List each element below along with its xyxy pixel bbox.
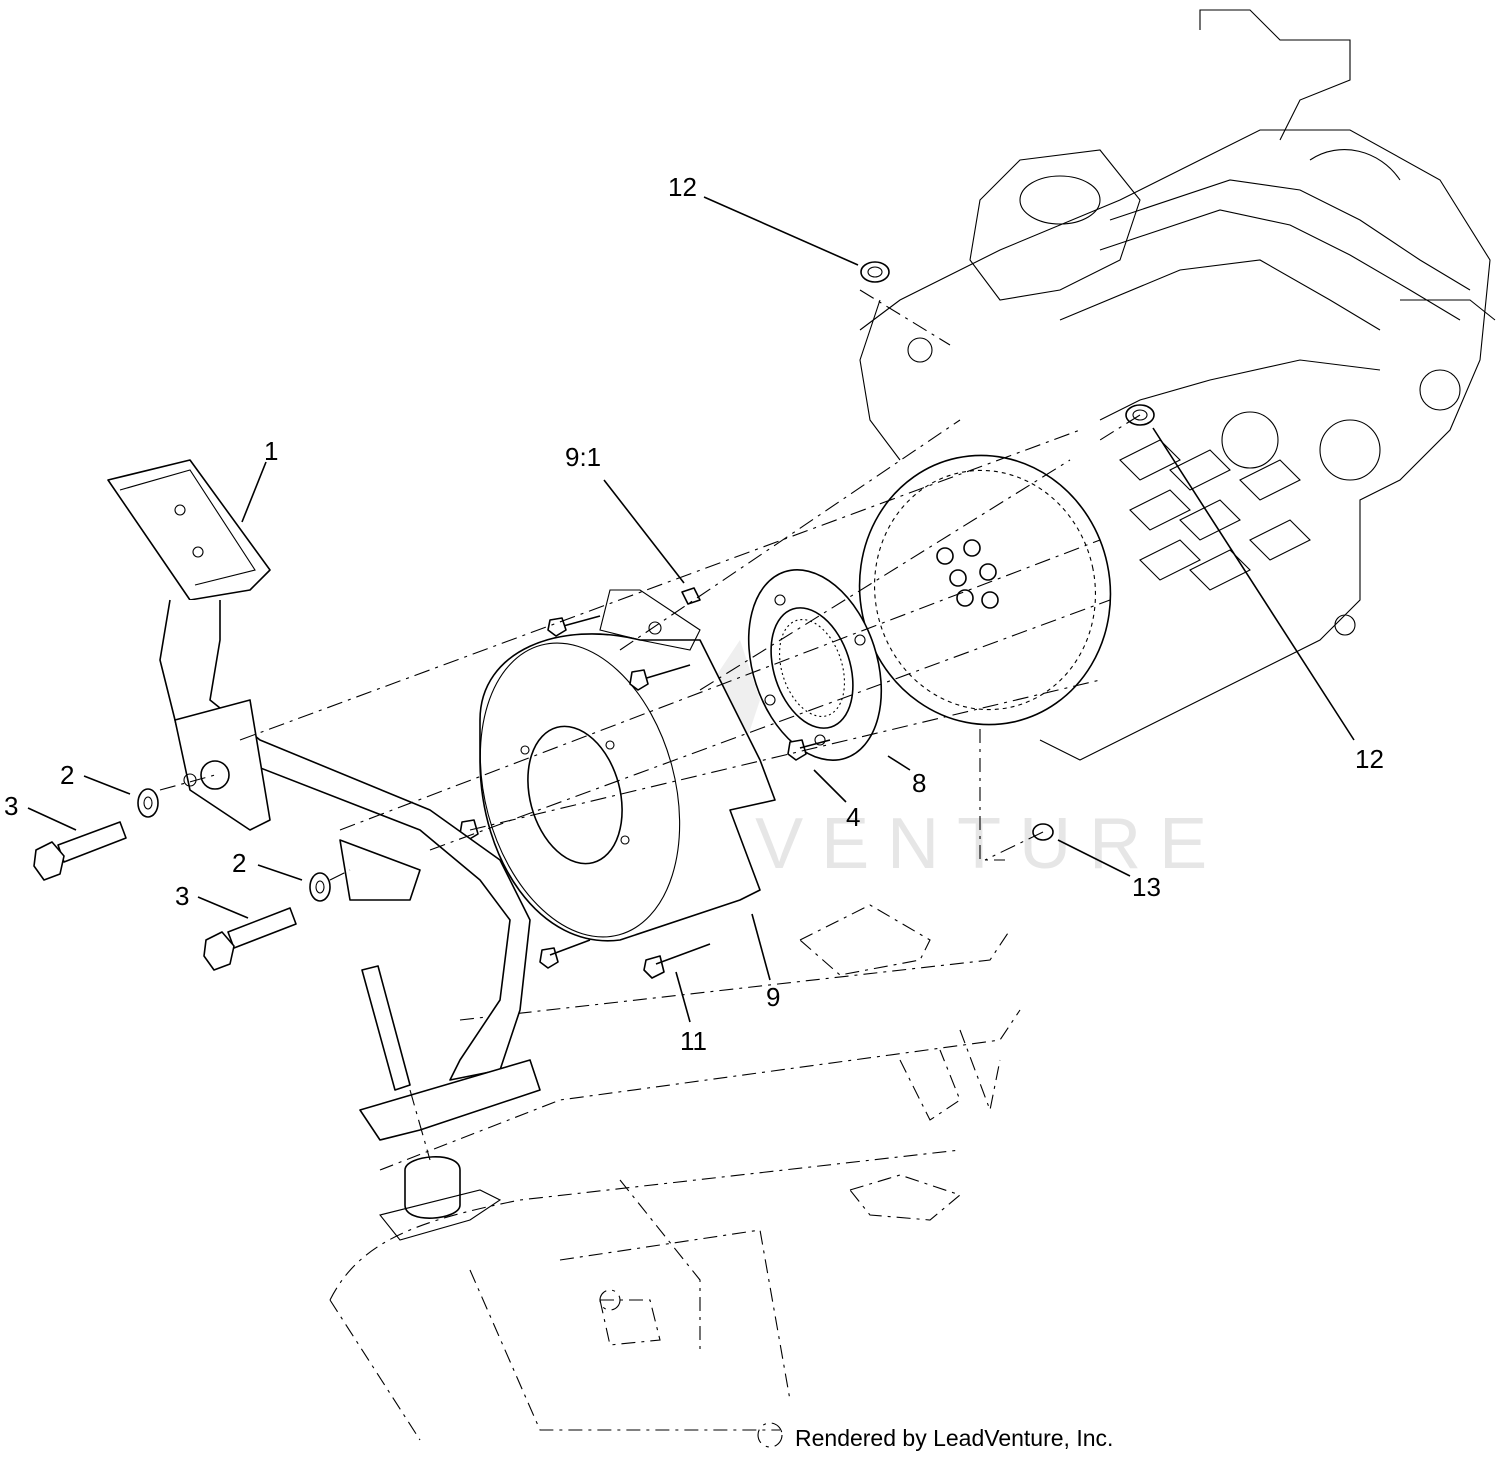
callout-3-upper: 3 — [4, 791, 18, 821]
callout-1: 1 — [264, 436, 278, 466]
callout-13: 13 — [1132, 872, 1161, 902]
alignment-lines — [159, 289, 1141, 1161]
callout-12-right: 12 — [1355, 744, 1384, 774]
callout-11: 11 — [680, 1026, 707, 1056]
dowel-pin — [681, 587, 701, 605]
isolator-mount — [361, 965, 502, 1241]
callout-12-top: 12 — [668, 172, 697, 202]
callout-3-lower: 3 — [175, 881, 189, 911]
frame-phantom — [329, 700, 1021, 1448]
coupler-plate — [747, 569, 883, 761]
screw-4 — [787, 739, 807, 761]
cap-screws — [459, 615, 831, 979]
washer-2-lower — [309, 872, 331, 902]
leader-lines — [27, 196, 1355, 1023]
support-bracket — [107, 459, 541, 1141]
flywheel-bolts — [936, 539, 999, 609]
washer-2-upper — [137, 788, 159, 818]
callouts: 1 2 2 3 3 4 8 9 9:1 11 12 12 13 — [4, 172, 1384, 1056]
callout-2-lower: 2 — [232, 848, 246, 878]
bolts-and-washers — [33, 788, 331, 971]
render-credit: Rendered by LeadVenture, Inc. — [795, 1425, 1114, 1451]
nut-12-top — [860, 261, 890, 283]
bell-housing — [479, 589, 776, 942]
callout-9: 9 — [766, 982, 780, 1012]
callout-9-1: 9:1 — [565, 442, 601, 472]
callout-2-upper: 2 — [60, 760, 74, 790]
callout-4: 4 — [846, 802, 860, 832]
callout-8: 8 — [912, 768, 926, 798]
engine-block — [859, 9, 1496, 761]
flywheel — [858, 454, 1112, 726]
screw-11 — [643, 955, 665, 979]
